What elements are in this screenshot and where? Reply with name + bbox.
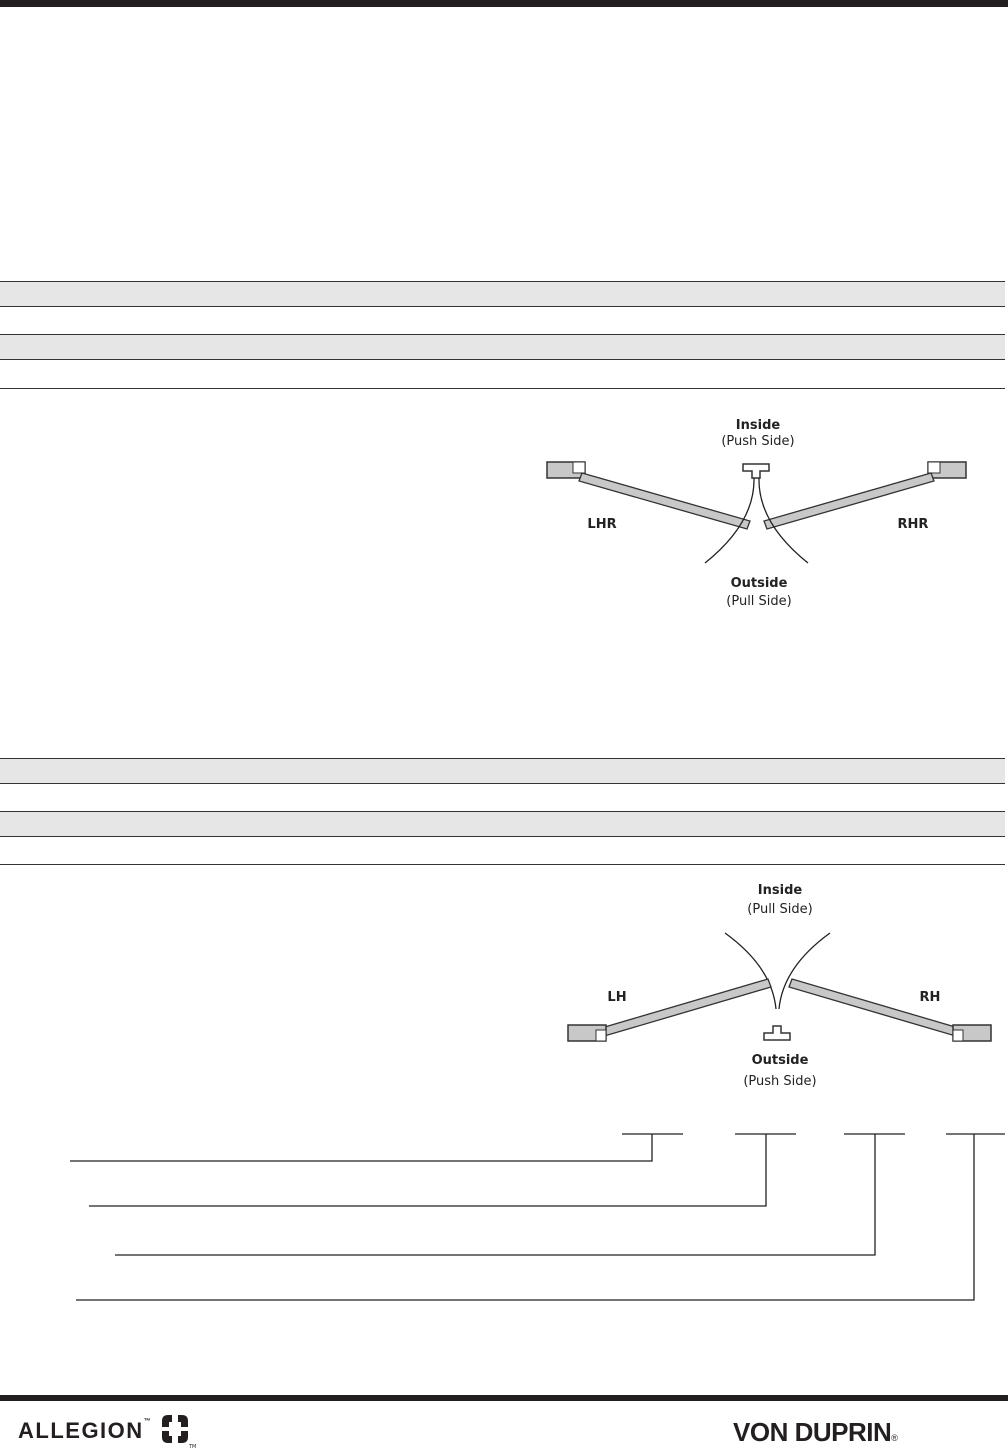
right-door-leaf [788, 978, 963, 1038]
right-hand-label: RH [920, 990, 941, 1005]
table-header-band [0, 811, 1005, 837]
left-hand-label: LHR [587, 517, 616, 532]
allegion-logo-icon: TM [162, 1415, 196, 1450]
outside-sub-label: (Push Side) [743, 1074, 816, 1089]
right-swing-arc [778, 932, 831, 1010]
ordering-callout-lines [70, 1133, 1005, 1301]
von-duprin-wordmark: VON DUPRIN® [733, 1417, 898, 1447]
allegion-tm: ™ [143, 1418, 153, 1425]
von-duprin-registered: ® [891, 1433, 898, 1443]
right-door-leaf [763, 472, 935, 530]
table-header-band [0, 334, 1005, 360]
inside-sub-label: (Push Side) [721, 434, 794, 449]
bottom-rule [0, 1395, 1008, 1401]
left-stop [595, 1029, 607, 1042]
allegion-text: ALLEGION [18, 1418, 144, 1443]
right-stop [952, 1029, 964, 1042]
right-hand-label: RHR [898, 517, 929, 532]
inside-label: Inside [758, 883, 803, 898]
outside-label: Outside [752, 1053, 809, 1068]
left-swing-arc [724, 932, 777, 1010]
table-rule [0, 388, 1005, 389]
table-header-band [0, 281, 1005, 307]
left-door-leaf [578, 472, 751, 530]
callout-leader-2 [89, 1134, 767, 1207]
mullion [742, 463, 770, 479]
left-hand-label: LH [607, 990, 626, 1005]
door-handing-standard-diagram: Inside (Pull Side) LH RH Outside (Push S… [567, 883, 992, 1089]
callout-leader-4 [76, 1134, 975, 1301]
right-swing-arc [758, 477, 809, 564]
inside-label: Inside [736, 418, 781, 433]
left-door-leaf [597, 978, 772, 1038]
table-rule [0, 864, 1005, 865]
table-header-band [0, 758, 1005, 784]
outside-label: Outside [731, 576, 788, 591]
inside-sub-label: (Pull Side) [747, 902, 812, 917]
allegion-wordmark: ALLEGION™ [18, 1418, 153, 1443]
top-rule [0, 0, 1008, 7]
callout-leader-1 [70, 1134, 653, 1162]
door-handing-reverse-diagram: Inside (Push Side) LHR RHR Outside (Pull… [546, 418, 967, 609]
outside-sub-label: (Pull Side) [726, 594, 791, 609]
mullion [763, 1025, 791, 1041]
right-stop [927, 461, 941, 474]
callout-leader-3 [115, 1134, 876, 1256]
allegion-tm2: TM [188, 1444, 196, 1450]
left-stop [572, 461, 586, 474]
von-duprin-text: VON DUPRIN [733, 1417, 892, 1447]
left-swing-arc [704, 477, 755, 564]
